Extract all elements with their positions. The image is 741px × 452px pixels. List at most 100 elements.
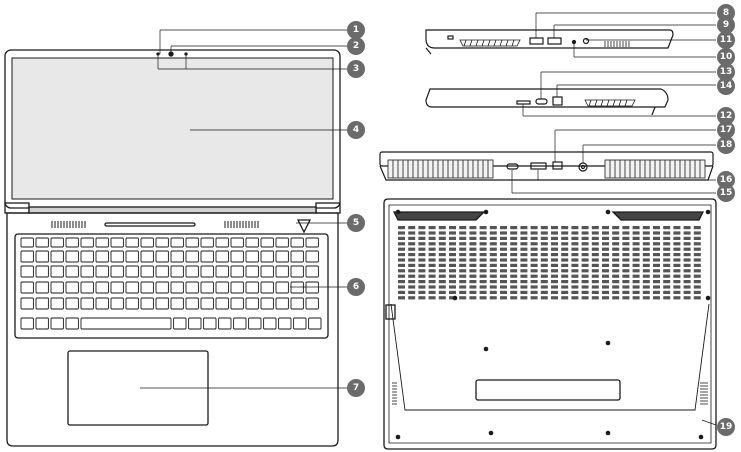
- keyboard-key: [51, 266, 63, 277]
- vent-slot: [612, 291, 619, 294]
- vent-slot: [663, 242, 670, 245]
- keyboard-key: [216, 266, 228, 277]
- keyboard-key: [111, 238, 123, 247]
- vent-slot: [643, 285, 650, 288]
- vent-slot: [602, 275, 609, 278]
- vent-slot: [673, 242, 680, 245]
- vent-slot: [459, 226, 466, 229]
- bottom-intake-left: [394, 212, 484, 220]
- vent-slot: [469, 275, 476, 278]
- vent-slot: [684, 242, 691, 245]
- vent-slot: [633, 280, 640, 283]
- keyboard-key: [21, 282, 33, 293]
- vent-slot: [592, 242, 599, 245]
- callout-3: 3: [347, 60, 365, 78]
- vent-slot: [520, 280, 527, 283]
- rear-vent-left: [388, 160, 493, 178]
- keyboard-key: [309, 318, 321, 329]
- vent-slot: [510, 264, 517, 267]
- vent-slot: [439, 237, 446, 240]
- keyboard-key: [231, 251, 243, 262]
- vent-slot: [531, 280, 538, 283]
- vent-slot: [510, 231, 517, 234]
- vent-slot: [510, 275, 517, 278]
- bottom-view: [384, 199, 716, 449]
- keyboard-key: [111, 266, 123, 277]
- keyboard-key: [66, 238, 78, 247]
- vent-slot: [582, 237, 589, 240]
- keyboard-key: [246, 282, 258, 293]
- keyboard-key: [81, 238, 93, 247]
- keyboard-key: [234, 318, 246, 329]
- keyboard-key: [96, 282, 108, 293]
- keyboard-key: [306, 266, 318, 277]
- vent-slot: [622, 275, 629, 278]
- vent-slot: [582, 296, 589, 299]
- vent-slot: [582, 226, 589, 229]
- keyboard-key: [66, 266, 78, 277]
- vent-slot: [490, 264, 497, 267]
- keyboard-key: [36, 251, 48, 262]
- keyboard-key: [81, 298, 93, 309]
- vent-slot: [561, 291, 568, 294]
- vent-slot: [694, 258, 701, 261]
- vent-slot: [571, 258, 578, 261]
- callout-6: 6: [347, 278, 365, 296]
- vent-slot: [469, 253, 476, 256]
- vent-slot: [643, 296, 650, 299]
- vent-slot: [643, 253, 650, 256]
- vent-slot: [490, 269, 497, 272]
- vent-slot: [429, 258, 436, 261]
- vent-slot: [469, 242, 476, 245]
- vent-slot: [531, 269, 538, 272]
- vent-slot: [429, 264, 436, 267]
- vent-slot: [490, 253, 497, 256]
- keyboard-key: [51, 251, 63, 262]
- vent-slot: [510, 285, 517, 288]
- vent-slot: [602, 280, 609, 283]
- keyboard-key: [201, 238, 213, 247]
- keyboard-key: [21, 298, 33, 309]
- vent-slot: [653, 264, 660, 267]
- vent-slot: [633, 291, 640, 294]
- vent-slot: [673, 248, 680, 251]
- vent-slot: [612, 264, 619, 267]
- keyboard-key: [216, 282, 228, 293]
- keyboard-key: [201, 251, 213, 262]
- vent-slot: [622, 291, 629, 294]
- vent-slot: [500, 275, 507, 278]
- vent-slot: [408, 291, 415, 294]
- vent-slot: [480, 269, 487, 272]
- vent-slot: [449, 275, 456, 278]
- keyboard-key: [306, 251, 318, 262]
- vent-slot: [673, 291, 680, 294]
- side-vent-left: [585, 100, 635, 106]
- vent-slot: [398, 269, 405, 272]
- vent-slot: [429, 242, 436, 245]
- keyboard-key: [291, 266, 303, 277]
- keyboard-key: [66, 298, 78, 309]
- vent-slot: [602, 231, 609, 234]
- vent-slot: [500, 264, 507, 267]
- vent-slot: [520, 291, 527, 294]
- vent-slot: [480, 253, 487, 256]
- vent-slot: [694, 253, 701, 256]
- vent-slot: [582, 269, 589, 272]
- vent-slot: [510, 226, 517, 229]
- keyboard-key: [291, 298, 303, 309]
- vent-slot: [663, 237, 670, 240]
- vent-slot: [663, 275, 670, 278]
- callout-7: 7: [347, 379, 365, 397]
- speaker-grille-left: [52, 221, 85, 228]
- vent-slot: [469, 226, 476, 229]
- vent-slot: [408, 285, 415, 288]
- vent-slot: [592, 248, 599, 251]
- vent-slot: [398, 291, 405, 294]
- bottom-intake-right: [613, 212, 703, 220]
- usb-a-port-2: [548, 38, 561, 44]
- vent-slot: [541, 242, 548, 245]
- vent-slot: [571, 280, 578, 283]
- vent-slot: [439, 269, 446, 272]
- svg-text:2: 2: [353, 41, 359, 51]
- svg-text:7: 7: [353, 383, 359, 393]
